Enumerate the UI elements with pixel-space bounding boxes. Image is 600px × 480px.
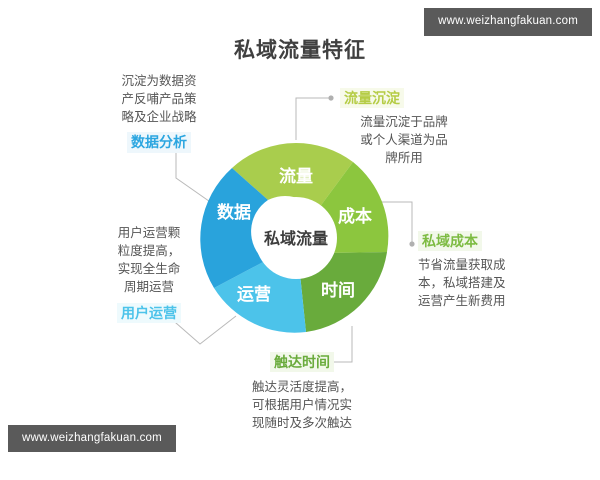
- callout-desc-private-cost: 节省流量获取成 本，私域搭建及 运营产生新费用: [418, 258, 506, 309]
- segment-shijian[interactable]: [300, 252, 387, 332]
- callout-flow-precipitation: 流量沉淀 流量沉淀于品牌 或个人渠道为品 牌所用: [340, 88, 480, 168]
- callout-desc-user-operation: 用户运营颗 粒度提高， 实现全生命 周期运营: [117, 226, 181, 295]
- segment-shuju[interactable]: [200, 168, 268, 288]
- segment-label-shijian: 时间: [321, 280, 355, 300]
- leader-line-flow: [295, 97, 331, 140]
- callout-user-operation: 用户运营颗 粒度提高， 实现全生命 周期运营 用户运营: [88, 224, 210, 323]
- callout-tag-flow-precipitation[interactable]: 流量沉淀: [340, 88, 404, 109]
- segment-yunying[interactable]: [214, 261, 306, 333]
- watermark-top-right: www.weizhangfakuan.com: [424, 8, 592, 36]
- callout-data-analysis: 沉淀为数据资 产反哺产品策 略及企业战略 数据分析: [96, 72, 222, 153]
- aperture-segments: [200, 143, 389, 333]
- watermark-bottom-left: www.weizhangfakuan.com: [8, 424, 176, 452]
- leader-line-user-operation: [167, 315, 237, 345]
- callout-desc-data-analysis: 沉淀为数据资 产反哺产品策 略及企业战略: [121, 74, 197, 125]
- callout-tag-data-analysis[interactable]: 数据分析: [127, 132, 191, 153]
- segment-label-yunying: 运营: [237, 284, 271, 304]
- page-title: 私域流量特征: [234, 39, 366, 62]
- center-label: 私域流量: [264, 229, 328, 248]
- leader-line-data-analysis: [175, 145, 217, 207]
- leader-dot-flow: [328, 95, 334, 101]
- inner-disc: [255, 197, 337, 279]
- segment-liuliang-body: [232, 143, 296, 200]
- segment-label-liuliang: 流量: [279, 166, 313, 186]
- callout-desc-reach-time: 触达灵活度提高， 可根据用户情况实 现随时及多次触达: [251, 380, 352, 431]
- callout-reach-time: 触达时间 触达灵活度提高， 可根据用户情况实 现随时及多次触达: [222, 352, 382, 433]
- callout-tag-user-operation[interactable]: 用户运营: [117, 302, 181, 323]
- callout-private-cost: 私域成本 节省流量获取成 本，私域搭建及 运营产生新费用: [418, 231, 568, 311]
- segment-label-shuju: 数据: [217, 202, 251, 222]
- leader-dot-cost: [409, 241, 415, 247]
- callout-desc-flow-precipitation: 流量沉淀于品牌 或个人渠道为品 牌所用: [360, 115, 448, 166]
- callout-tag-private-cost[interactable]: 私域成本: [418, 231, 482, 252]
- callout-tag-reach-time[interactable]: 触达时间: [270, 352, 334, 373]
- segment-label-chengben: 成本: [338, 206, 372, 226]
